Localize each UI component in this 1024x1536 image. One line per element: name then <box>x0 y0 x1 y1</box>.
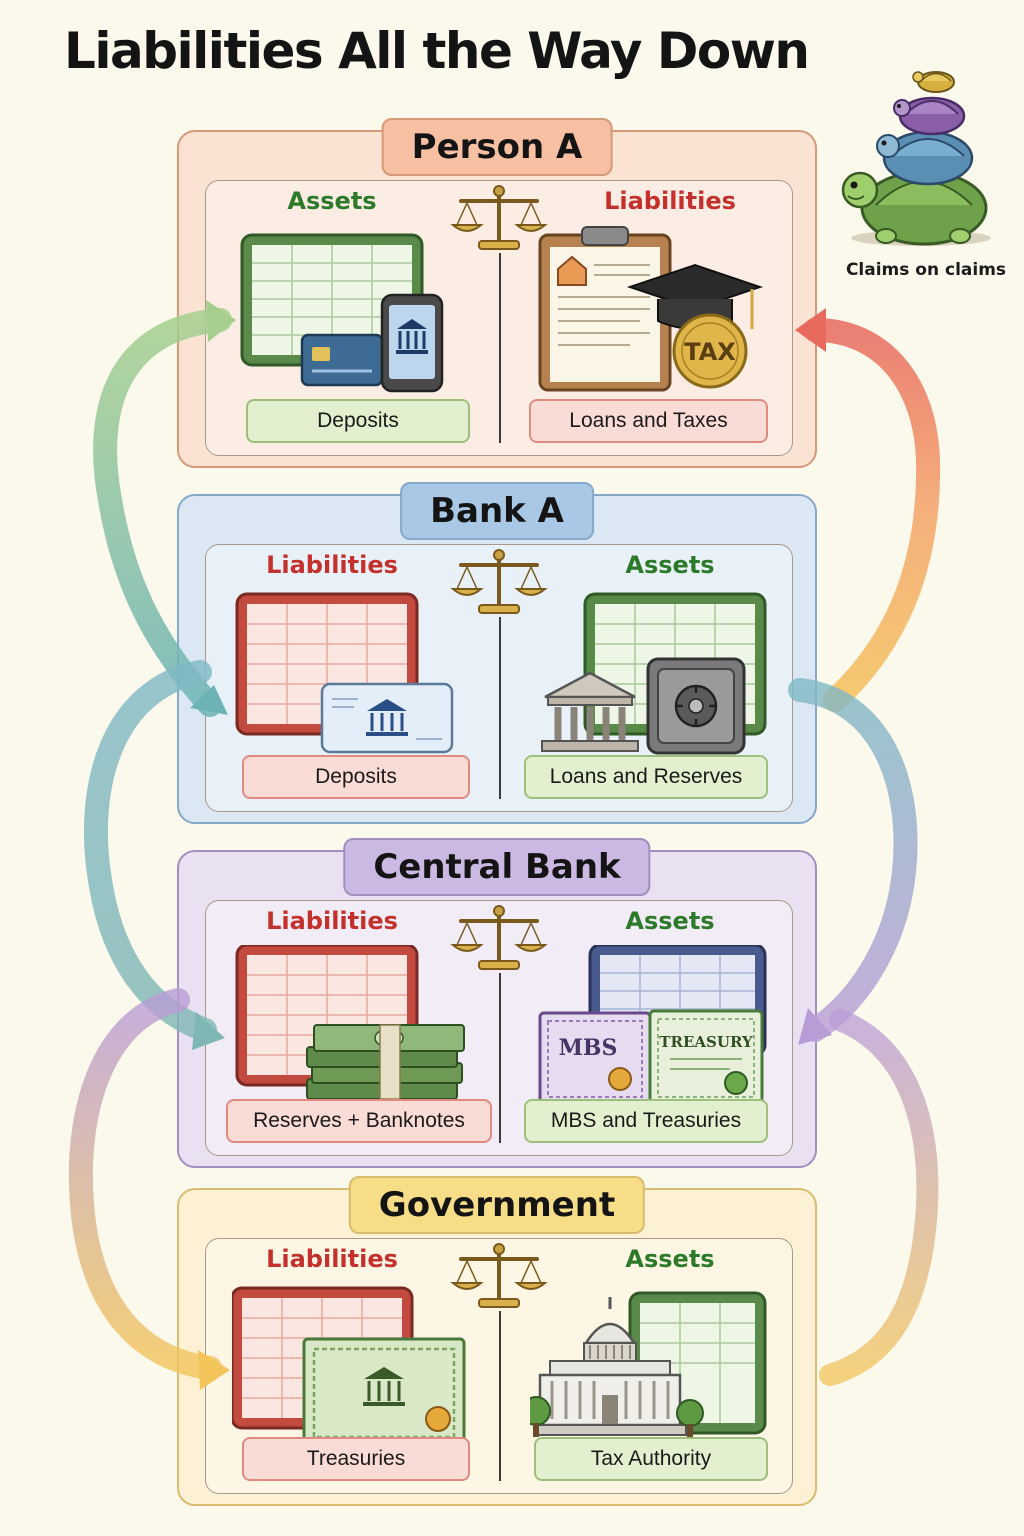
column-heading: Liabilities <box>604 187 736 215</box>
section-header: Government <box>348 1176 646 1234</box>
balance-sheet-panel: Assets Liabilities <box>205 180 793 456</box>
loans-taxes-label: Loans and Taxes <box>529 399 768 443</box>
reserves-banknotes-label: Reserves + Banknotes <box>226 1099 492 1143</box>
certificate-icon: TREASURY <box>648 1009 764 1107</box>
column-heading: Assets <box>287 187 377 215</box>
balance-scale-icon <box>450 549 548 614</box>
banknote-stack-icon <box>306 1024 465 1106</box>
balance-sheet-panel: Liabilities Assets <box>205 544 793 812</box>
balance-scale-icon <box>450 905 548 970</box>
tax-coin-icon: TAX <box>672 313 748 389</box>
column-divider <box>499 253 501 443</box>
tax-coin-text: TAX <box>684 338 736 366</box>
section-central-bank: Central Bank Liabilities Assets <box>177 838 817 1168</box>
column-heading: Liabilities <box>266 907 398 935</box>
treasuries-illustration <box>232 1286 466 1449</box>
loans-reserves-illustration <box>541 592 767 755</box>
column-heading: Liabilities <box>266 551 398 579</box>
turtle-caption: Claims on claims <box>845 260 1007 280</box>
balance-scale-icon <box>450 1243 548 1308</box>
credit-card-icon <box>300 333 384 387</box>
section-header: Person A <box>381 118 613 176</box>
column-heading: Assets <box>625 907 715 935</box>
certificate-icon <box>302 1337 466 1449</box>
section-person-a: Person A Assets Liabilities <box>177 118 817 468</box>
column-heading: Liabilities <box>266 1245 398 1273</box>
deposits-illustration <box>240 233 444 393</box>
graduation-cap-icon <box>626 263 764 330</box>
loans-reserves-label: Loans and Reserves <box>524 755 768 799</box>
tax-authority-label: Tax Authority <box>534 1437 768 1481</box>
certificate-icon: MBS <box>538 1011 652 1107</box>
bank-deposits-illustration <box>235 592 454 754</box>
column-divider <box>499 1311 501 1481</box>
vault-safe-icon <box>646 657 746 755</box>
phone-bank-icon <box>380 293 444 393</box>
deposits-label: Deposits <box>246 399 470 443</box>
section-government: Government Liabilities Assets <box>177 1176 817 1506</box>
clipboard-icon <box>538 226 672 392</box>
balance-sheet-panel: Liabilities Assets <box>205 1238 793 1494</box>
column-heading: Assets <box>625 1245 715 1273</box>
loans-taxes-illustration: TAX <box>538 226 764 392</box>
mbs-treasuries-label: MBS and Treasuries <box>524 1099 768 1143</box>
balance-scale-icon <box>450 185 548 250</box>
column-heading: Assets <box>625 551 715 579</box>
column-divider <box>499 973 501 1143</box>
reserves-banknotes-illustration <box>235 945 465 1106</box>
section-header: Central Bank <box>343 838 651 896</box>
arrow-central-government-assets <box>819 1009 939 1386</box>
deposits-label: Deposits <box>242 755 470 799</box>
section-header: Bank A <box>400 482 594 540</box>
mbs-certificate-text: MBS <box>559 1035 618 1061</box>
page-title: Liabilities All the Way Down <box>64 22 810 80</box>
bank-card-icon <box>320 682 454 754</box>
tax-authority-illustration <box>530 1291 767 1437</box>
balance-sheet-panel: Liabilities Assets <box>205 900 793 1156</box>
section-bank-a: Bank A Liabilities Assets <box>177 482 817 824</box>
bank-building-icon <box>541 671 639 752</box>
column-divider <box>499 617 501 799</box>
stacked-turtles-icon <box>841 71 991 246</box>
mbs-treasuries-illustration: MBS TREASURY <box>538 945 767 1107</box>
arrow-to-person-liabilities <box>803 318 941 712</box>
treasuries-label: Treasuries <box>242 1437 470 1481</box>
tree-icon <box>530 1396 704 1437</box>
capitol-building-icon <box>533 1297 687 1436</box>
treasury-certificate-text: TREASURY <box>659 1033 753 1051</box>
